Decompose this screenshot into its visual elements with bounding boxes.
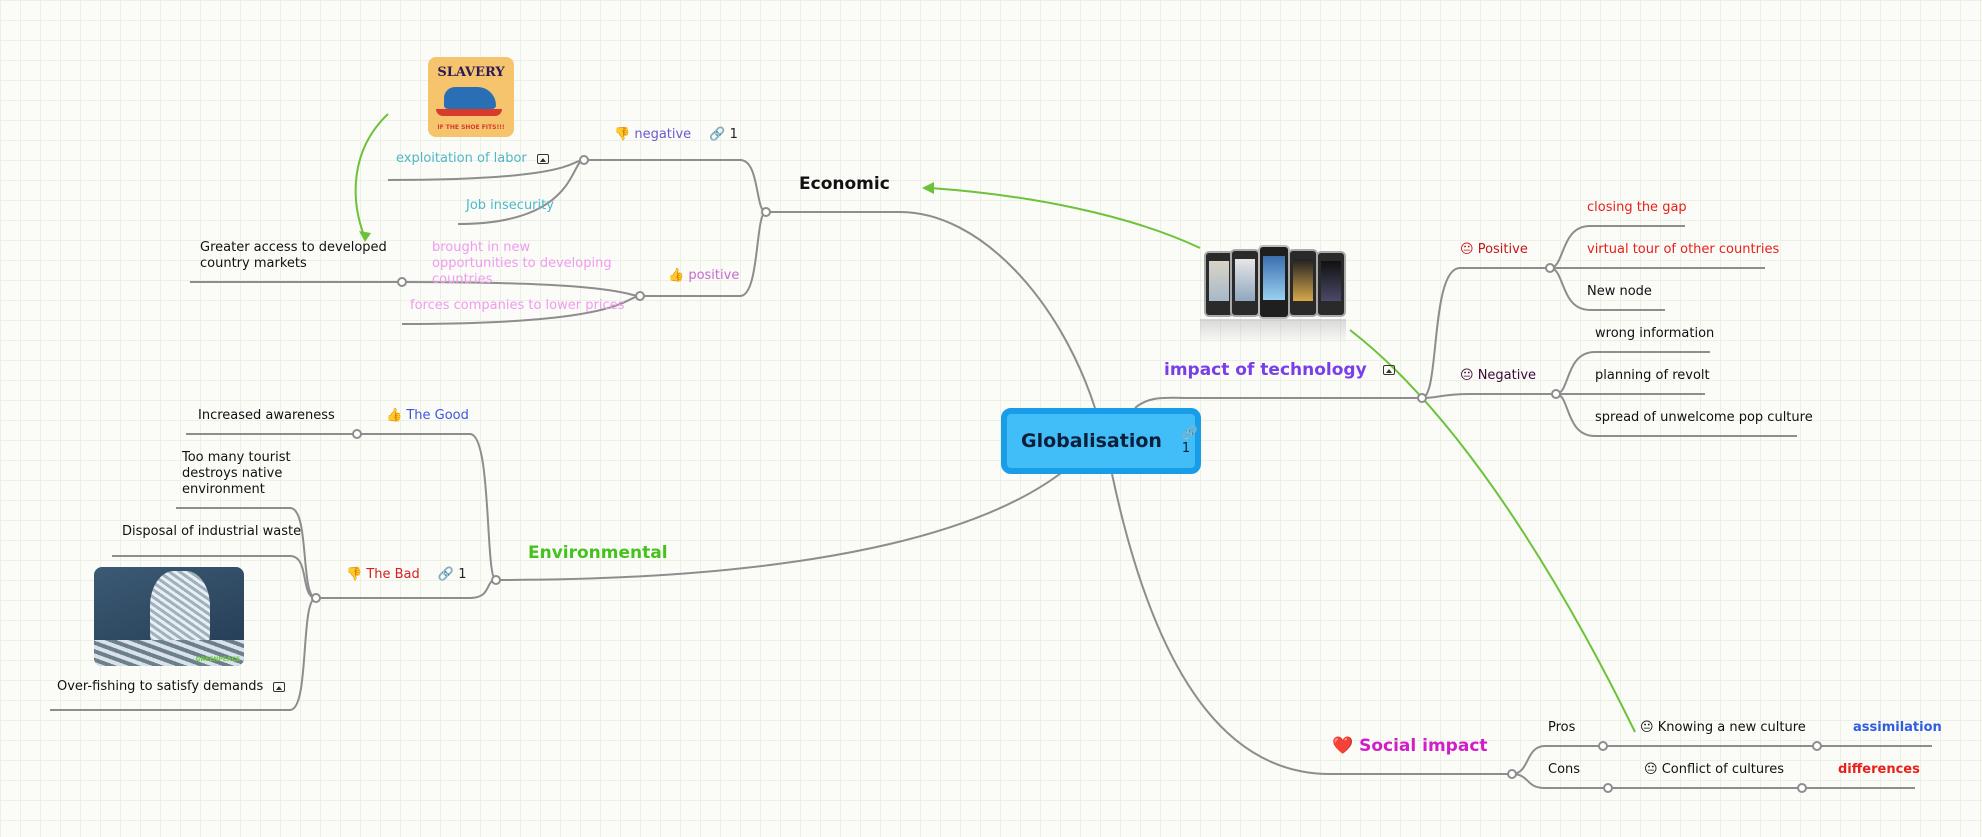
overfishing-image[interactable]: GREENPEACE: [94, 567, 244, 666]
slavery-shoe-image[interactable]: SLAVERY IF THE SHOE FITS!!!: [428, 57, 514, 137]
environmental-bad-child-2[interactable]: Disposal of industrial waste: [122, 524, 302, 539]
technology-negative-label: Negative: [1477, 368, 1537, 383]
junction-conflict[interactable]: [1797, 783, 1807, 793]
central-topic-globalisation[interactable]: Globalisation 🔗 1: [1001, 408, 1201, 474]
branch-social[interactable]: ❤️ Social impact: [1332, 736, 1488, 756]
environmental-good-child-1[interactable]: Increased awareness: [198, 408, 335, 423]
sneaker-icon: [444, 87, 496, 109]
economic-positive-node[interactable]: 👍 positive: [668, 268, 739, 283]
central-topic-title: Globalisation: [1021, 430, 1162, 452]
neutral-face-icon: 😐: [1644, 762, 1658, 777]
social-pros-node[interactable]: Pros: [1548, 720, 1576, 735]
economic-negative-label: negative: [634, 127, 692, 142]
junction-tech-negative[interactable]: [1551, 389, 1561, 399]
junction-technology[interactable]: [1417, 393, 1427, 403]
environmental-bad-node[interactable]: 👎 The Bad 🔗 1: [346, 567, 467, 582]
swoosh-icon: [436, 109, 502, 116]
junction-bad[interactable]: [311, 593, 321, 603]
link-icon: 🔗: [709, 127, 726, 142]
phones-image[interactable]: [1200, 245, 1350, 345]
environmental-bad-child-3[interactable]: Over-fishing to satisfy demands: [57, 679, 286, 694]
thumbs-up-icon: 👍: [668, 268, 685, 283]
technology-positive-label: Positive: [1477, 242, 1528, 257]
economic-negative-child-1[interactable]: exploitation of labor: [396, 151, 549, 166]
phone-icon: [1288, 249, 1318, 317]
junction-cons[interactable]: [1603, 783, 1613, 793]
thumbs-down-icon: 👎: [614, 127, 631, 142]
social-pros-child[interactable]: 😐 Knowing a new culture: [1640, 720, 1806, 735]
environmental-bad-child-1[interactable]: Too many tourist destroys native environ…: [182, 450, 291, 497]
image-icon: [1382, 365, 1395, 375]
junction-negative[interactable]: [579, 155, 589, 165]
technology-negative-child-1[interactable]: wrong information: [1595, 326, 1715, 341]
environmental-good-label: The Good: [406, 408, 469, 423]
line-center-social: [1111, 473, 1512, 775]
technology-positive-node[interactable]: 😐 Positive: [1460, 242, 1528, 257]
line-center-economic: [766, 211, 1096, 409]
phone-icon: [1230, 249, 1260, 317]
arrowhead-economic: [922, 182, 934, 194]
environmental-good-node[interactable]: 👍 The Good: [386, 408, 469, 423]
line-center-technology: [1134, 396, 1422, 409]
junction-knowing[interactable]: [1812, 741, 1822, 751]
branch-economic[interactable]: Economic: [799, 174, 890, 194]
environmental-bad-link[interactable]: 🔗 1: [437, 567, 467, 582]
neutral-face-icon: 😐: [1460, 242, 1474, 257]
junction-pros[interactable]: [1598, 741, 1608, 751]
technology-negative-node[interactable]: 😐 Negative: [1460, 368, 1536, 383]
junction-social[interactable]: [1507, 769, 1517, 779]
economic-positive-grandchild[interactable]: Greater access to developed country mark…: [200, 240, 387, 271]
junction-tech-positive[interactable]: [1545, 263, 1555, 273]
relation-image-greater-access: [354, 113, 389, 239]
central-topic-link[interactable]: 🔗 1: [1181, 426, 1199, 456]
fish-pile-icon: [94, 640, 244, 666]
neutral-face-icon: 😐: [1460, 368, 1474, 383]
junction-opportunities[interactable]: [397, 277, 407, 287]
image-icon: [273, 681, 286, 692]
technology-positive-child-1[interactable]: closing the gap: [1587, 200, 1687, 215]
phone-icon: [1316, 251, 1346, 317]
economic-negative-child-2[interactable]: Job insecurity: [466, 198, 554, 213]
shoe-image-bottom-text: IF THE SHOE FITS!!!: [437, 124, 505, 131]
junction-environmental[interactable]: [491, 575, 501, 585]
heart-icon: ❤️: [1332, 736, 1354, 756]
branch-technology[interactable]: impact of technology: [1164, 360, 1395, 380]
technology-positive-child-2[interactable]: virtual tour of other countries: [1587, 242, 1780, 257]
technology-positive-child-3[interactable]: New node: [1587, 284, 1652, 299]
economic-positive-child-2[interactable]: forces companies to lower prices: [410, 298, 625, 313]
neutral-face-icon: 😐: [1640, 720, 1654, 735]
junction-good[interactable]: [352, 429, 362, 439]
economic-positive-child-1[interactable]: brought in new opportunities to developi…: [432, 240, 612, 287]
social-cons-leaf[interactable]: differences: [1838, 762, 1920, 777]
economic-negative-node[interactable]: 👎 negative 🔗 1: [614, 127, 738, 142]
relation-tech-social: [1349, 329, 1636, 733]
thumbs-up-icon: 👍: [386, 408, 403, 423]
social-cons-child[interactable]: 😐 Conflict of cultures: [1644, 762, 1784, 777]
image-icon: [536, 153, 549, 164]
thumbs-down-icon: 👎: [346, 567, 363, 582]
link-icon: 🔗: [437, 567, 455, 582]
technology-negative-child-3[interactable]: spread of unwelcome pop culture: [1595, 410, 1813, 425]
phone-icon: [1258, 245, 1290, 319]
economic-positive-label: positive: [688, 268, 740, 283]
social-pros-leaf[interactable]: assimilation: [1853, 720, 1942, 735]
shoe-image-top-text: SLAVERY: [437, 65, 505, 80]
social-cons-node[interactable]: Cons: [1548, 762, 1581, 777]
economic-negative-link[interactable]: 🔗 1: [709, 127, 738, 142]
link-icon: 🔗: [1181, 426, 1199, 441]
technology-negative-child-2[interactable]: planning of revolt: [1595, 368, 1710, 383]
junction-positive[interactable]: [635, 291, 645, 301]
line-center-environmental: [495, 469, 1066, 581]
fish-image-watermark: GREENPEACE: [195, 656, 240, 663]
branch-environmental[interactable]: Environmental: [528, 543, 668, 563]
relation-tech-economic: [929, 187, 1201, 249]
environmental-bad-label: The Bad: [366, 567, 420, 582]
arrowhead-greater-access: [359, 231, 371, 242]
junction-economic[interactable]: [761, 207, 771, 217]
